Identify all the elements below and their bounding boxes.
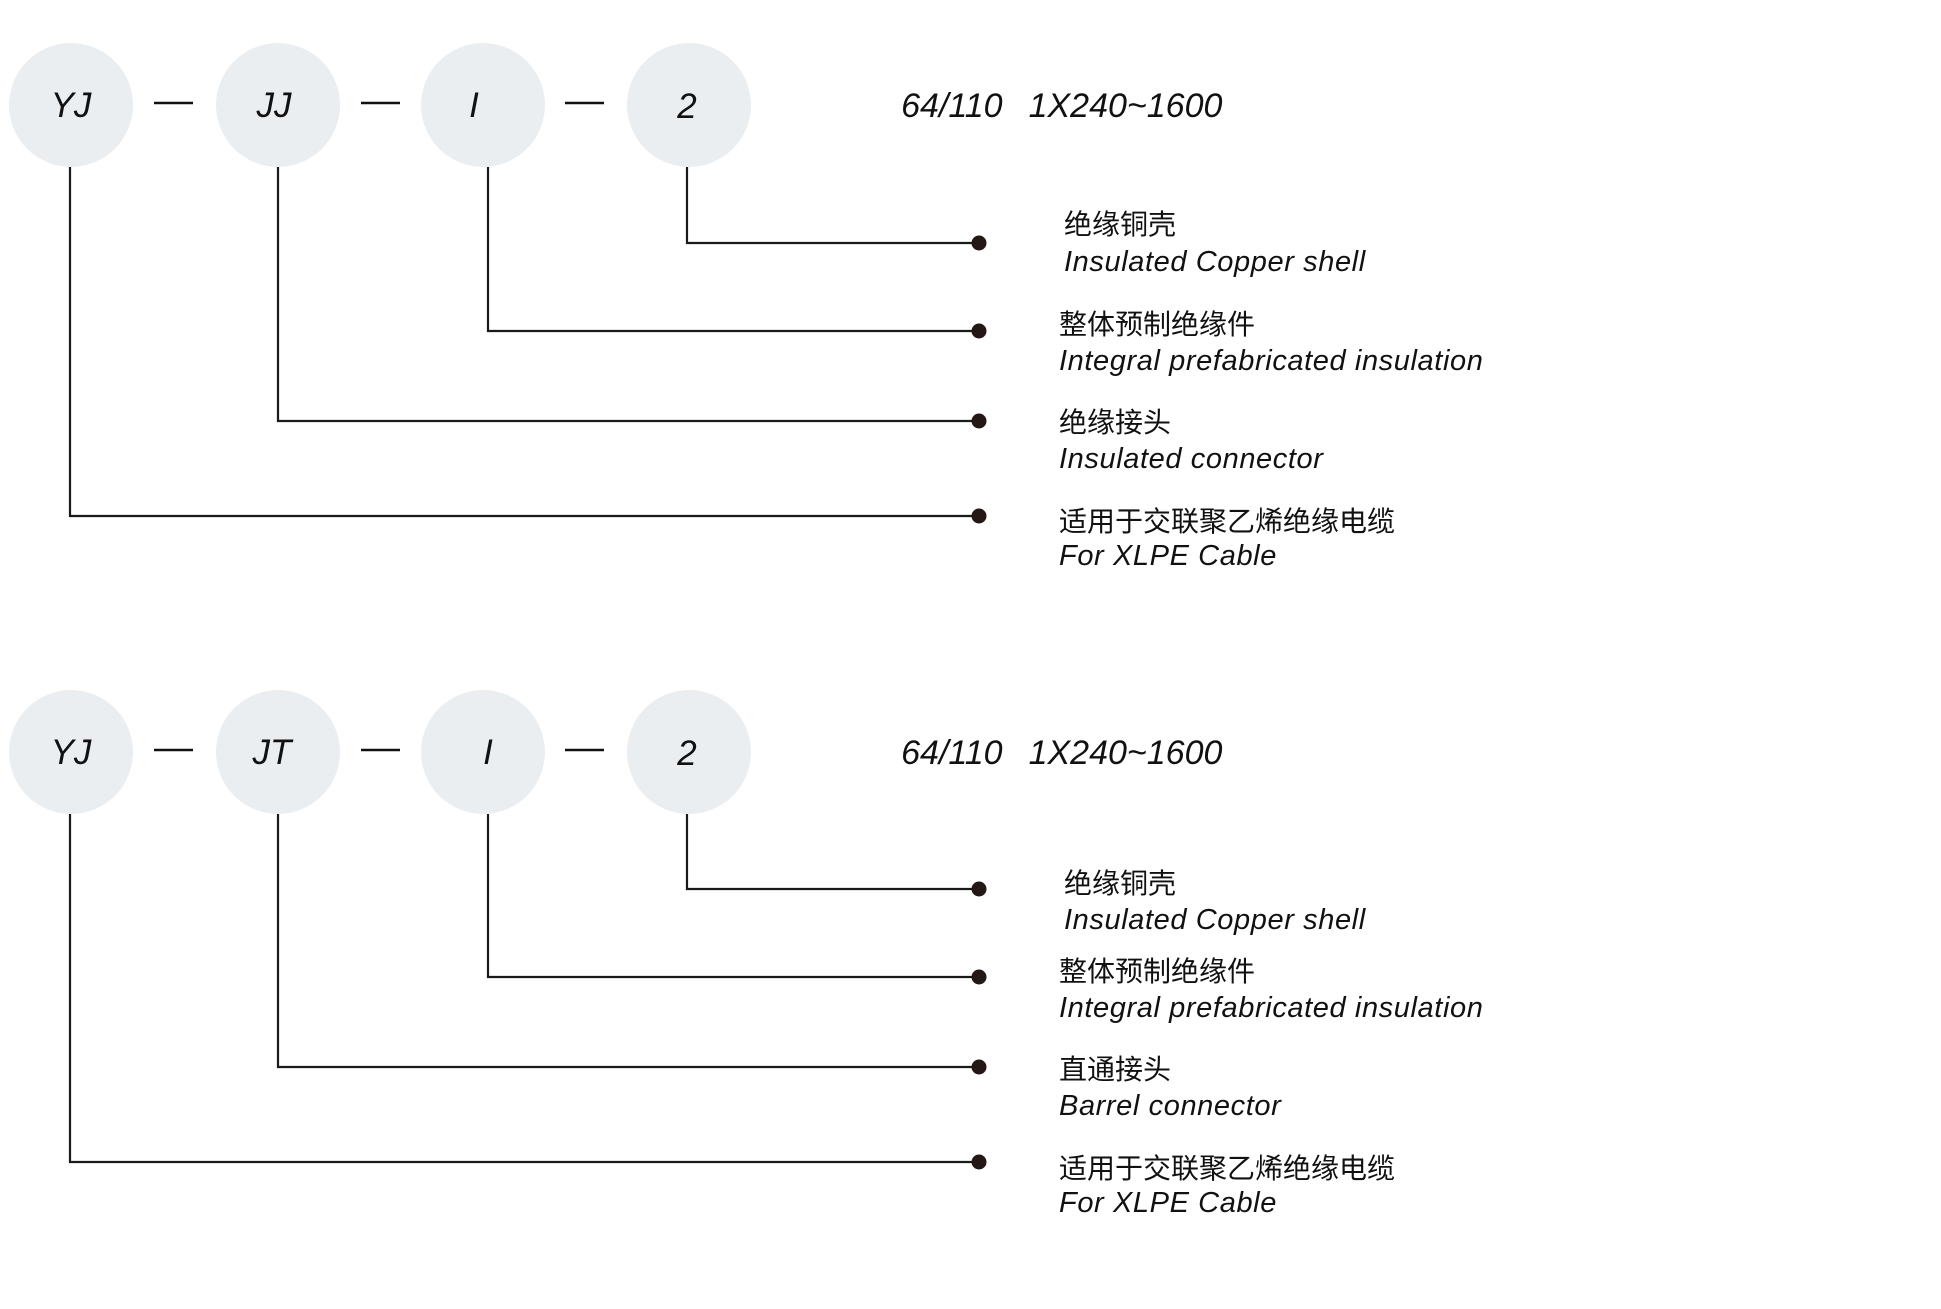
code-text: 2 [676,87,696,126]
spec-section: 1X240~1600 [1029,734,1223,772]
leader-dot [971,413,987,429]
label-shell: 绝缘铜壳 Insulated Copper shell [1064,867,1367,936]
code-text: YJ [51,86,92,125]
label-english: Insulated connector [1059,443,1324,475]
leader-dot [971,1154,987,1170]
leader-line-insulation [486,814,979,979]
label-cable: 适用于交联聚乙烯绝缘电缆 For XLPE Cable [1059,1152,1395,1219]
leader-dot [971,881,987,897]
code-circle [9,43,133,167]
code-circle [627,43,751,167]
code-bubble-type: JJ [216,43,340,167]
code-circle [627,690,751,814]
code-text: YJ [51,733,92,772]
code-bubble-insulation: I [421,43,545,167]
code-bubble-type: JT [216,690,340,814]
leader-line-type [276,167,979,423]
label-chinese: 直通接头 [1059,1053,1171,1086]
spec-section: 1X240~1600 [1029,87,1223,125]
code-bubble-insulation: I [421,690,545,814]
label-cable: 适用于交联聚乙烯绝缘电缆 For XLPE Cable [1059,505,1395,572]
leader-dot [971,508,987,524]
spec-voltage: 64/110 [901,734,1003,772]
code-circle [421,690,545,814]
label-chinese: 绝缘铜壳 [1064,867,1176,900]
label-chinese: 适用于交联聚乙烯绝缘电缆 [1059,1152,1395,1185]
leader-line-shell [685,814,979,891]
code-bubble-shell: 2 [627,43,751,167]
label-chinese: 适用于交联聚乙烯绝缘电缆 [1059,505,1395,538]
leader-line-cable [68,167,979,518]
spec-text: 64/110 1X240~1600 [835,734,1270,772]
label-english: For XLPE Cable [1059,540,1277,572]
leader-line-type [276,814,979,1069]
code-circle [9,690,133,814]
label-english: For XLPE Cable [1059,1187,1277,1219]
code-circle [421,43,545,167]
label-english: Integral prefabricated insulation [1059,992,1483,1024]
label-insulation: 整体预制绝缘件 Integral prefabricated insulatio… [1059,308,1483,377]
leader-dot [971,323,987,339]
label-type: 绝缘接头 Insulated connector [1059,406,1324,475]
code-text: 2 [676,734,696,773]
code-bubble-shell: 2 [627,690,751,814]
leader-line-shell [685,167,979,245]
code-circle [216,43,340,167]
label-english: Integral prefabricated insulation [1059,345,1483,377]
label-insulation: 整体预制绝缘件 Integral prefabricated insulatio… [1059,955,1483,1024]
leader-dot [971,1059,987,1075]
code-text: I [483,733,493,772]
label-english: Barrel connector [1059,1090,1282,1122]
spec-voltage: 64/110 [901,87,1003,125]
label-chinese: 整体预制绝缘件 [1059,955,1255,988]
code-bubble-yj: YJ [9,43,133,167]
spec-text: 64/110 1X240~1600 [835,87,1270,125]
label-english: Insulated Copper shell [1064,904,1367,936]
label-english: Insulated Copper shell [1064,246,1367,278]
code-text: JT [252,733,295,772]
leader-line-insulation [486,167,979,333]
code-bubble-yj: YJ [9,690,133,814]
code-text: JJ [256,86,293,125]
designation-block-1: YJ JJ I 2 64/110 1X240~1600 [9,43,1483,572]
code-text: I [469,86,479,125]
label-type: 直通接头 Barrel connector [1059,1053,1282,1122]
label-chinese: 绝缘接头 [1059,406,1171,439]
leader-dot [971,235,987,251]
label-chinese: 整体预制绝缘件 [1059,308,1255,341]
code-circle [216,690,340,814]
label-shell: 绝缘铜壳 Insulated Copper shell [1064,208,1367,278]
leader-dot [971,969,987,985]
leader-line-cable [68,814,979,1164]
label-chinese: 绝缘铜壳 [1064,208,1176,241]
